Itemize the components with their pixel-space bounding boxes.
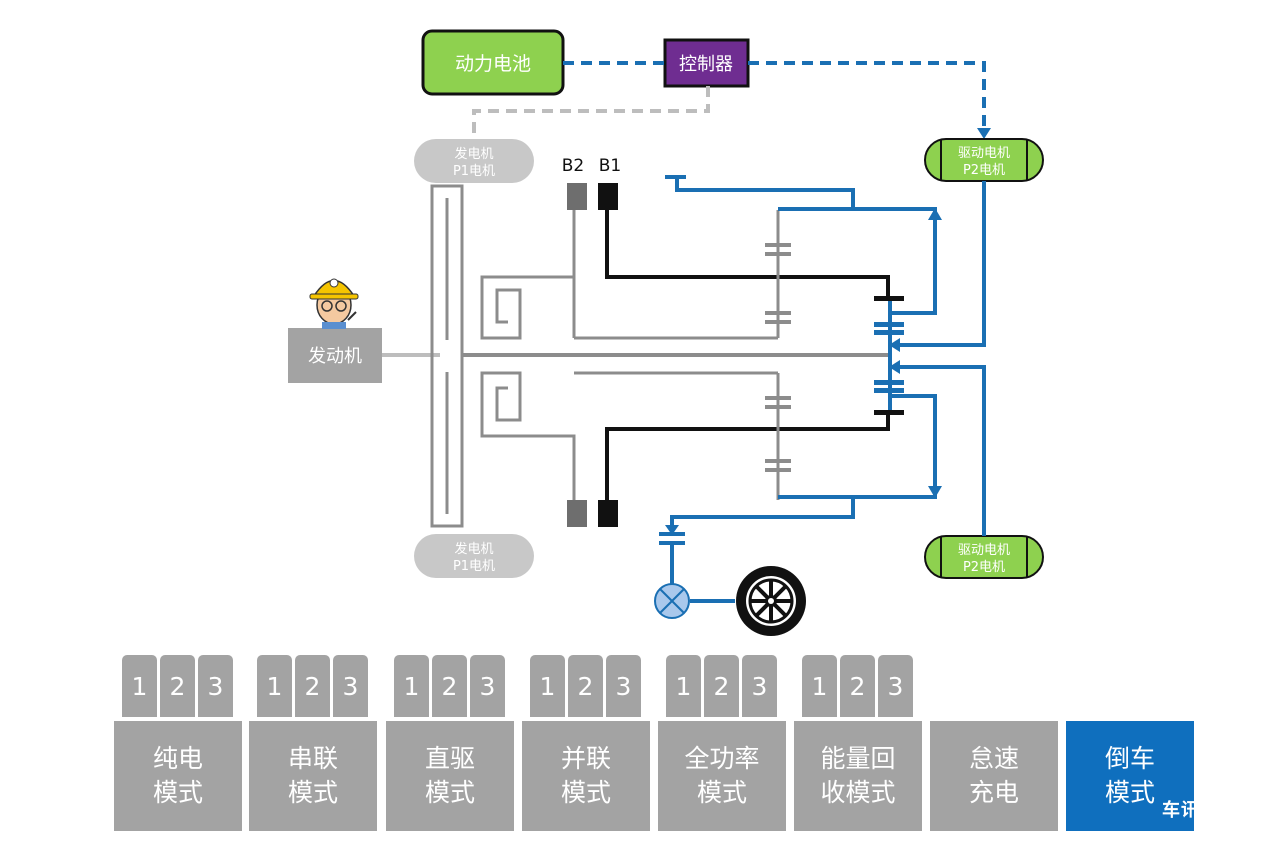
controller-label: 控制器 <box>679 54 733 75</box>
mode-label-line1: 直驱 <box>424 744 475 773</box>
generator-bottom-line1: 发电机 <box>454 541 493 557</box>
watermark-logo: 车讯网 <box>1162 800 1219 821</box>
battery-label: 动力电池 <box>455 53 531 75</box>
engine-label: 发动机 <box>308 346 362 367</box>
mode-label-line1: 全功率 <box>684 744 760 773</box>
brake-b2-bottom <box>567 500 587 527</box>
mode-label-line2: 模式 <box>424 778 475 807</box>
brake-b2-top: B2 <box>562 156 587 210</box>
gear-tab-2-2[interactable]: 2 <box>295 655 330 717</box>
drive-motor-top-line2: P2电机 <box>963 163 1005 178</box>
differential-icon <box>654 583 690 619</box>
brake-b1-label: B1 <box>599 156 621 176</box>
gear-tab-2-1[interactable]: 1 <box>257 655 292 717</box>
generator-bottom-line2: P1电机 <box>453 559 495 574</box>
generator-top: 发电机 P1电机 <box>414 139 534 183</box>
drive-motor-bottom-line1: 驱动电机 <box>958 543 1010 558</box>
wheel-icon <box>736 566 806 636</box>
drive-motor-top: 驱动电机 P2电机 <box>924 138 1044 182</box>
drive-motor-bottom: 驱动电机 P2电机 <box>924 535 1044 579</box>
mode-button-6[interactable]: 能量回收模式 <box>794 721 922 831</box>
mode-label-line1: 纯电 <box>152 744 203 773</box>
gear-tab-4-1[interactable]: 1 <box>530 655 565 717</box>
gear-tab-4-3[interactable]: 3 <box>606 655 641 717</box>
gear-tab-3-2[interactable]: 2 <box>432 655 467 717</box>
gear-tab-3-1[interactable]: 1 <box>394 655 429 717</box>
gear-tab-5-3[interactable]: 3 <box>742 655 777 717</box>
gear-tab-1-1[interactable]: 1 <box>122 655 157 717</box>
gear-tab-6-3[interactable]: 3 <box>878 655 913 717</box>
mode-label-line1: 怠速 <box>968 744 1019 773</box>
mode-label-line1: 能量回 <box>820 744 896 773</box>
gear-tab-5-1[interactable]: 1 <box>666 655 701 717</box>
mode-button-4[interactable]: 并联模式 <box>522 721 650 831</box>
generator-top-line2: P1电机 <box>453 164 495 179</box>
gear-tab-6-1[interactable]: 1 <box>802 655 837 717</box>
gear-tab-5-2[interactable]: 2 <box>704 655 739 717</box>
mode-label-line2: 模式 <box>696 778 747 807</box>
brake-b1-top: B1 <box>598 156 621 210</box>
drive-motor-bottom-line2: P2电机 <box>963 560 1005 575</box>
mode-button-1[interactable]: 纯电模式 <box>114 721 242 831</box>
mode-button-8[interactable]: 倒车模式 <box>1066 721 1194 831</box>
generator-bottom: 发电机 P1电机 <box>414 534 534 578</box>
drive-motor-top-line1: 驱动电机 <box>958 146 1010 161</box>
gear-tab-2-3[interactable]: 3 <box>333 655 368 717</box>
brake-b1-bottom <box>598 500 618 527</box>
mode-label-line1: 倒车 <box>1104 744 1155 773</box>
mode-label-line2: 充电 <box>968 778 1019 807</box>
gear-tab-4-2[interactable]: 2 <box>568 655 603 717</box>
gear-tab-3-3[interactable]: 3 <box>470 655 505 717</box>
engineer-mascot-icon <box>309 278 359 329</box>
mode-label-line2: 收模式 <box>820 778 896 807</box>
gear-tab-1-2[interactable]: 2 <box>160 655 195 717</box>
brake-b2-label: B2 <box>562 156 584 176</box>
mode-button-3[interactable]: 直驱模式 <box>386 721 514 831</box>
gear-tab-1-3[interactable]: 3 <box>198 655 233 717</box>
mode-label-line2: 模式 <box>560 778 611 807</box>
generator-top-line1: 发电机 <box>454 146 493 162</box>
controller-box: 控制器 <box>663 38 750 88</box>
mode-label-line2: 模式 <box>287 778 338 807</box>
mode-button-2[interactable]: 串联模式 <box>249 721 377 831</box>
gear-tab-6-2[interactable]: 2 <box>840 655 875 717</box>
mode-label-line1: 并联 <box>560 744 611 773</box>
mode-label-line2: 模式 <box>1104 778 1155 807</box>
mode-button-5[interactable]: 全功率模式 <box>658 721 786 831</box>
mode-button-7[interactable]: 怠速充电 <box>930 721 1058 831</box>
mode-label-line1: 串联 <box>287 744 338 773</box>
mode-label-line2: 模式 <box>152 778 203 807</box>
engine-box: 发动机 <box>288 328 382 383</box>
